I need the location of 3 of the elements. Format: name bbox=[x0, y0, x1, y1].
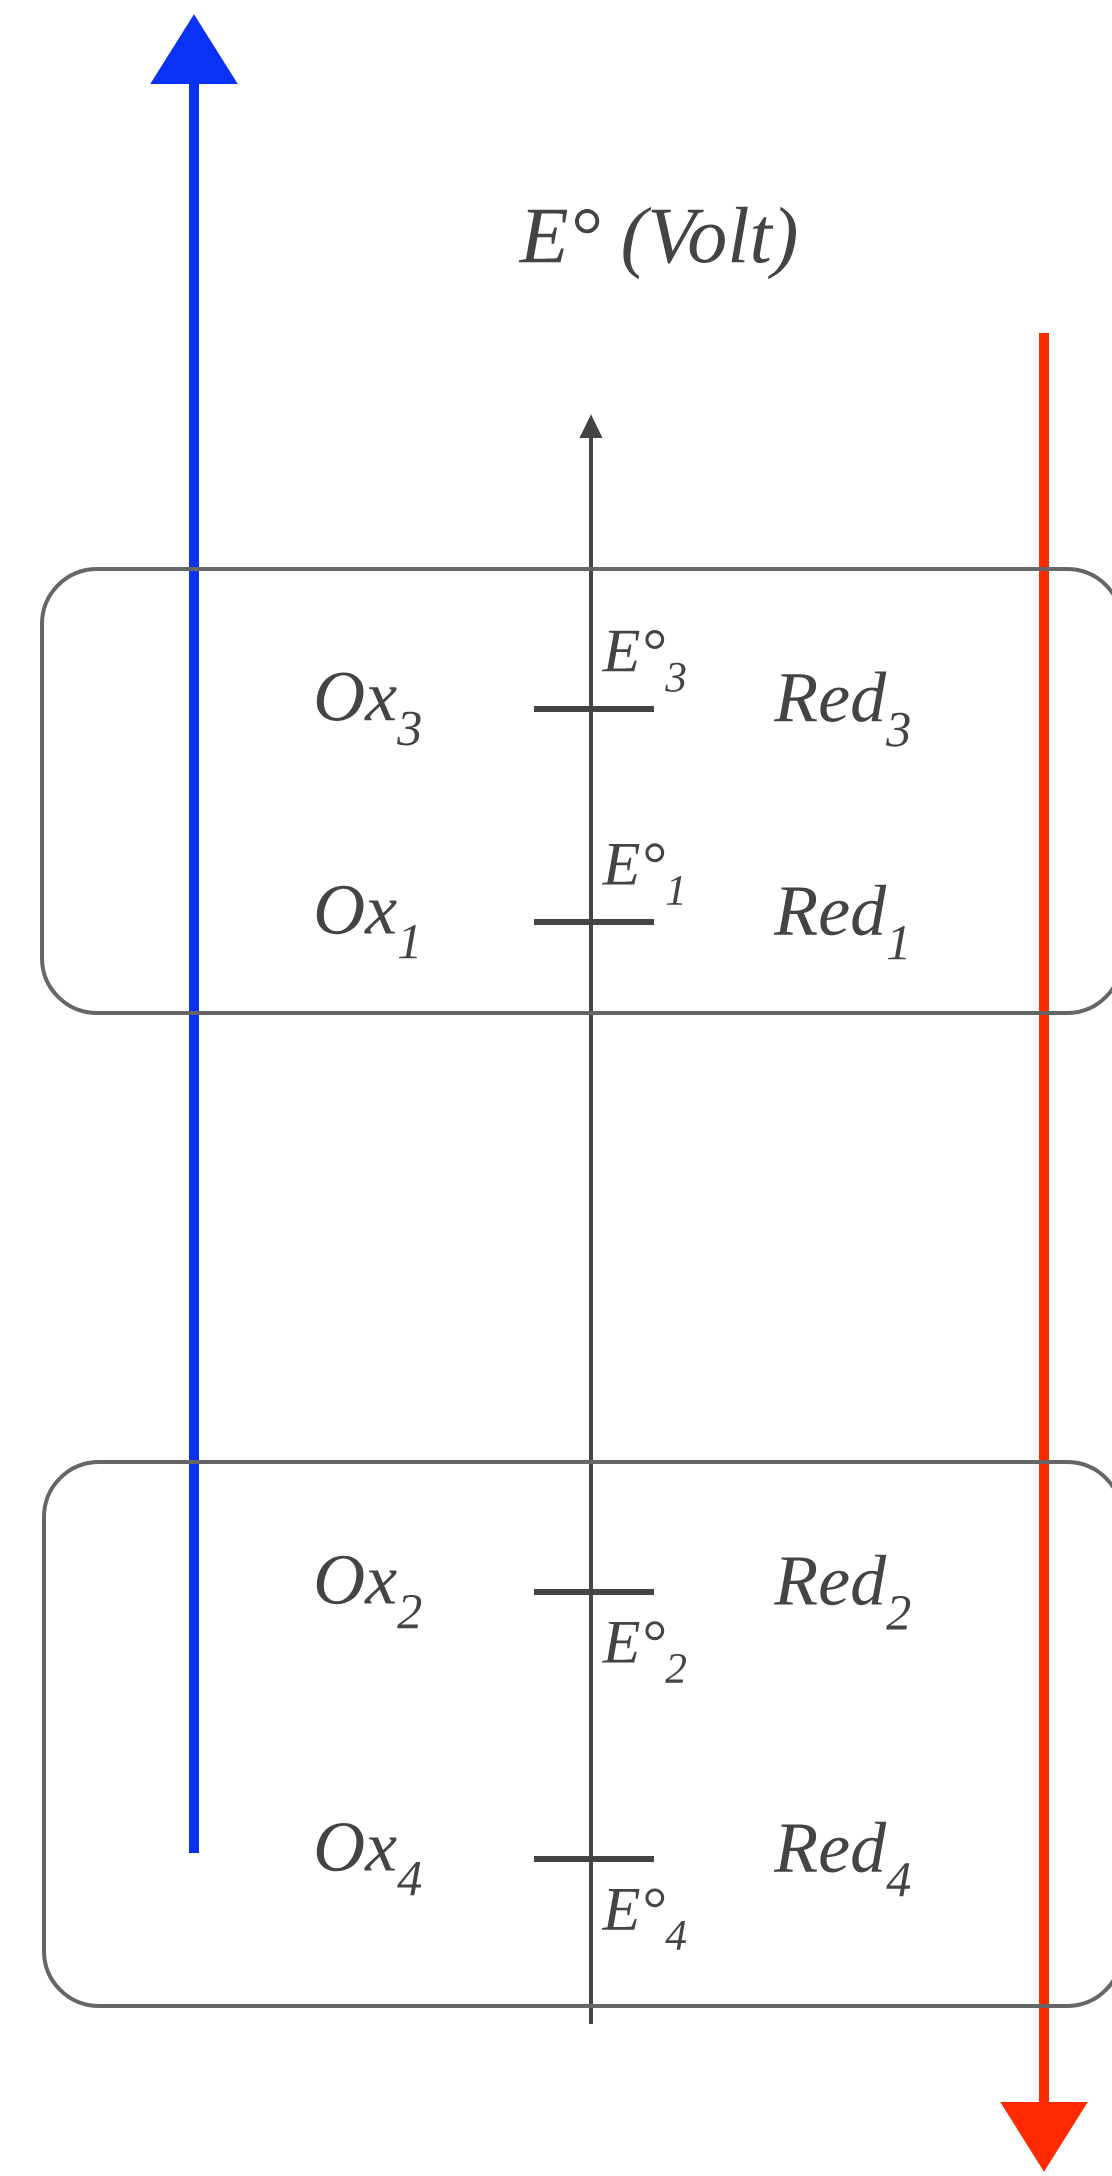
rounded-box: Ox$_{3}$ E°$_{3}$ Red$_{3}$ Ox$_{1}$ E°$_{1}$ Red$_{1}$ bbox=[40, 567, 1112, 1015]
axis-label: E° (Volt) bbox=[518, 206, 796, 280]
rounded-box: Ox$_{2}$ E°$_{2}$ Red$_{2}$ Ox$_{4}$ E°$_{4}$ Red$_{4}$ bbox=[42, 1460, 1112, 2008]
